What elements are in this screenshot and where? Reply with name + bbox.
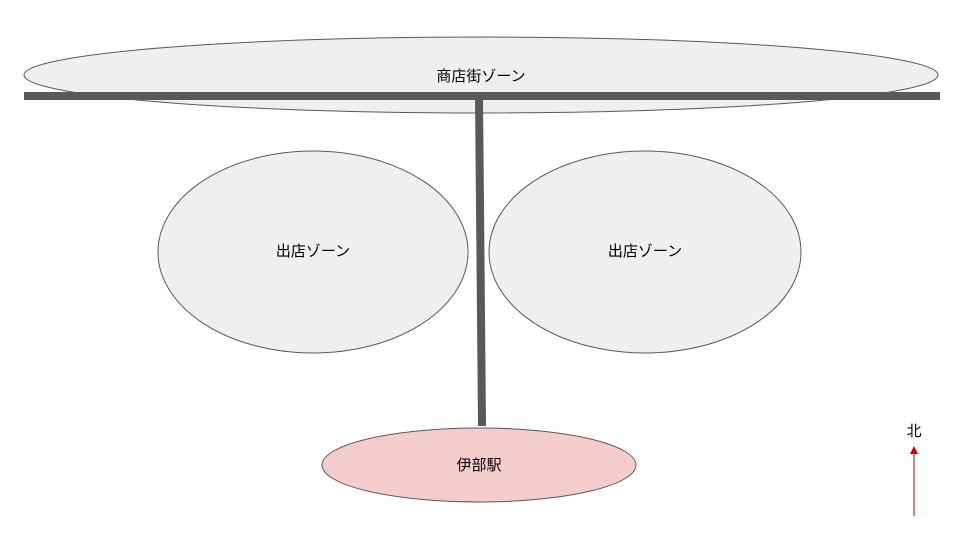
store-zone-west (157, 150, 469, 354)
store-zone-east-label: 出店ゾーン (608, 242, 682, 260)
shopping-street-zone-label: 商店街ゾーン (436, 67, 525, 85)
north-label: 北 (906, 422, 921, 440)
store-zone-west-label: 出店ゾーン (276, 242, 350, 260)
station-label: 伊部駅 (456, 456, 501, 474)
main-road-vertical (475, 95, 486, 427)
station-zone (321, 427, 637, 503)
store-zone-east (488, 150, 802, 354)
